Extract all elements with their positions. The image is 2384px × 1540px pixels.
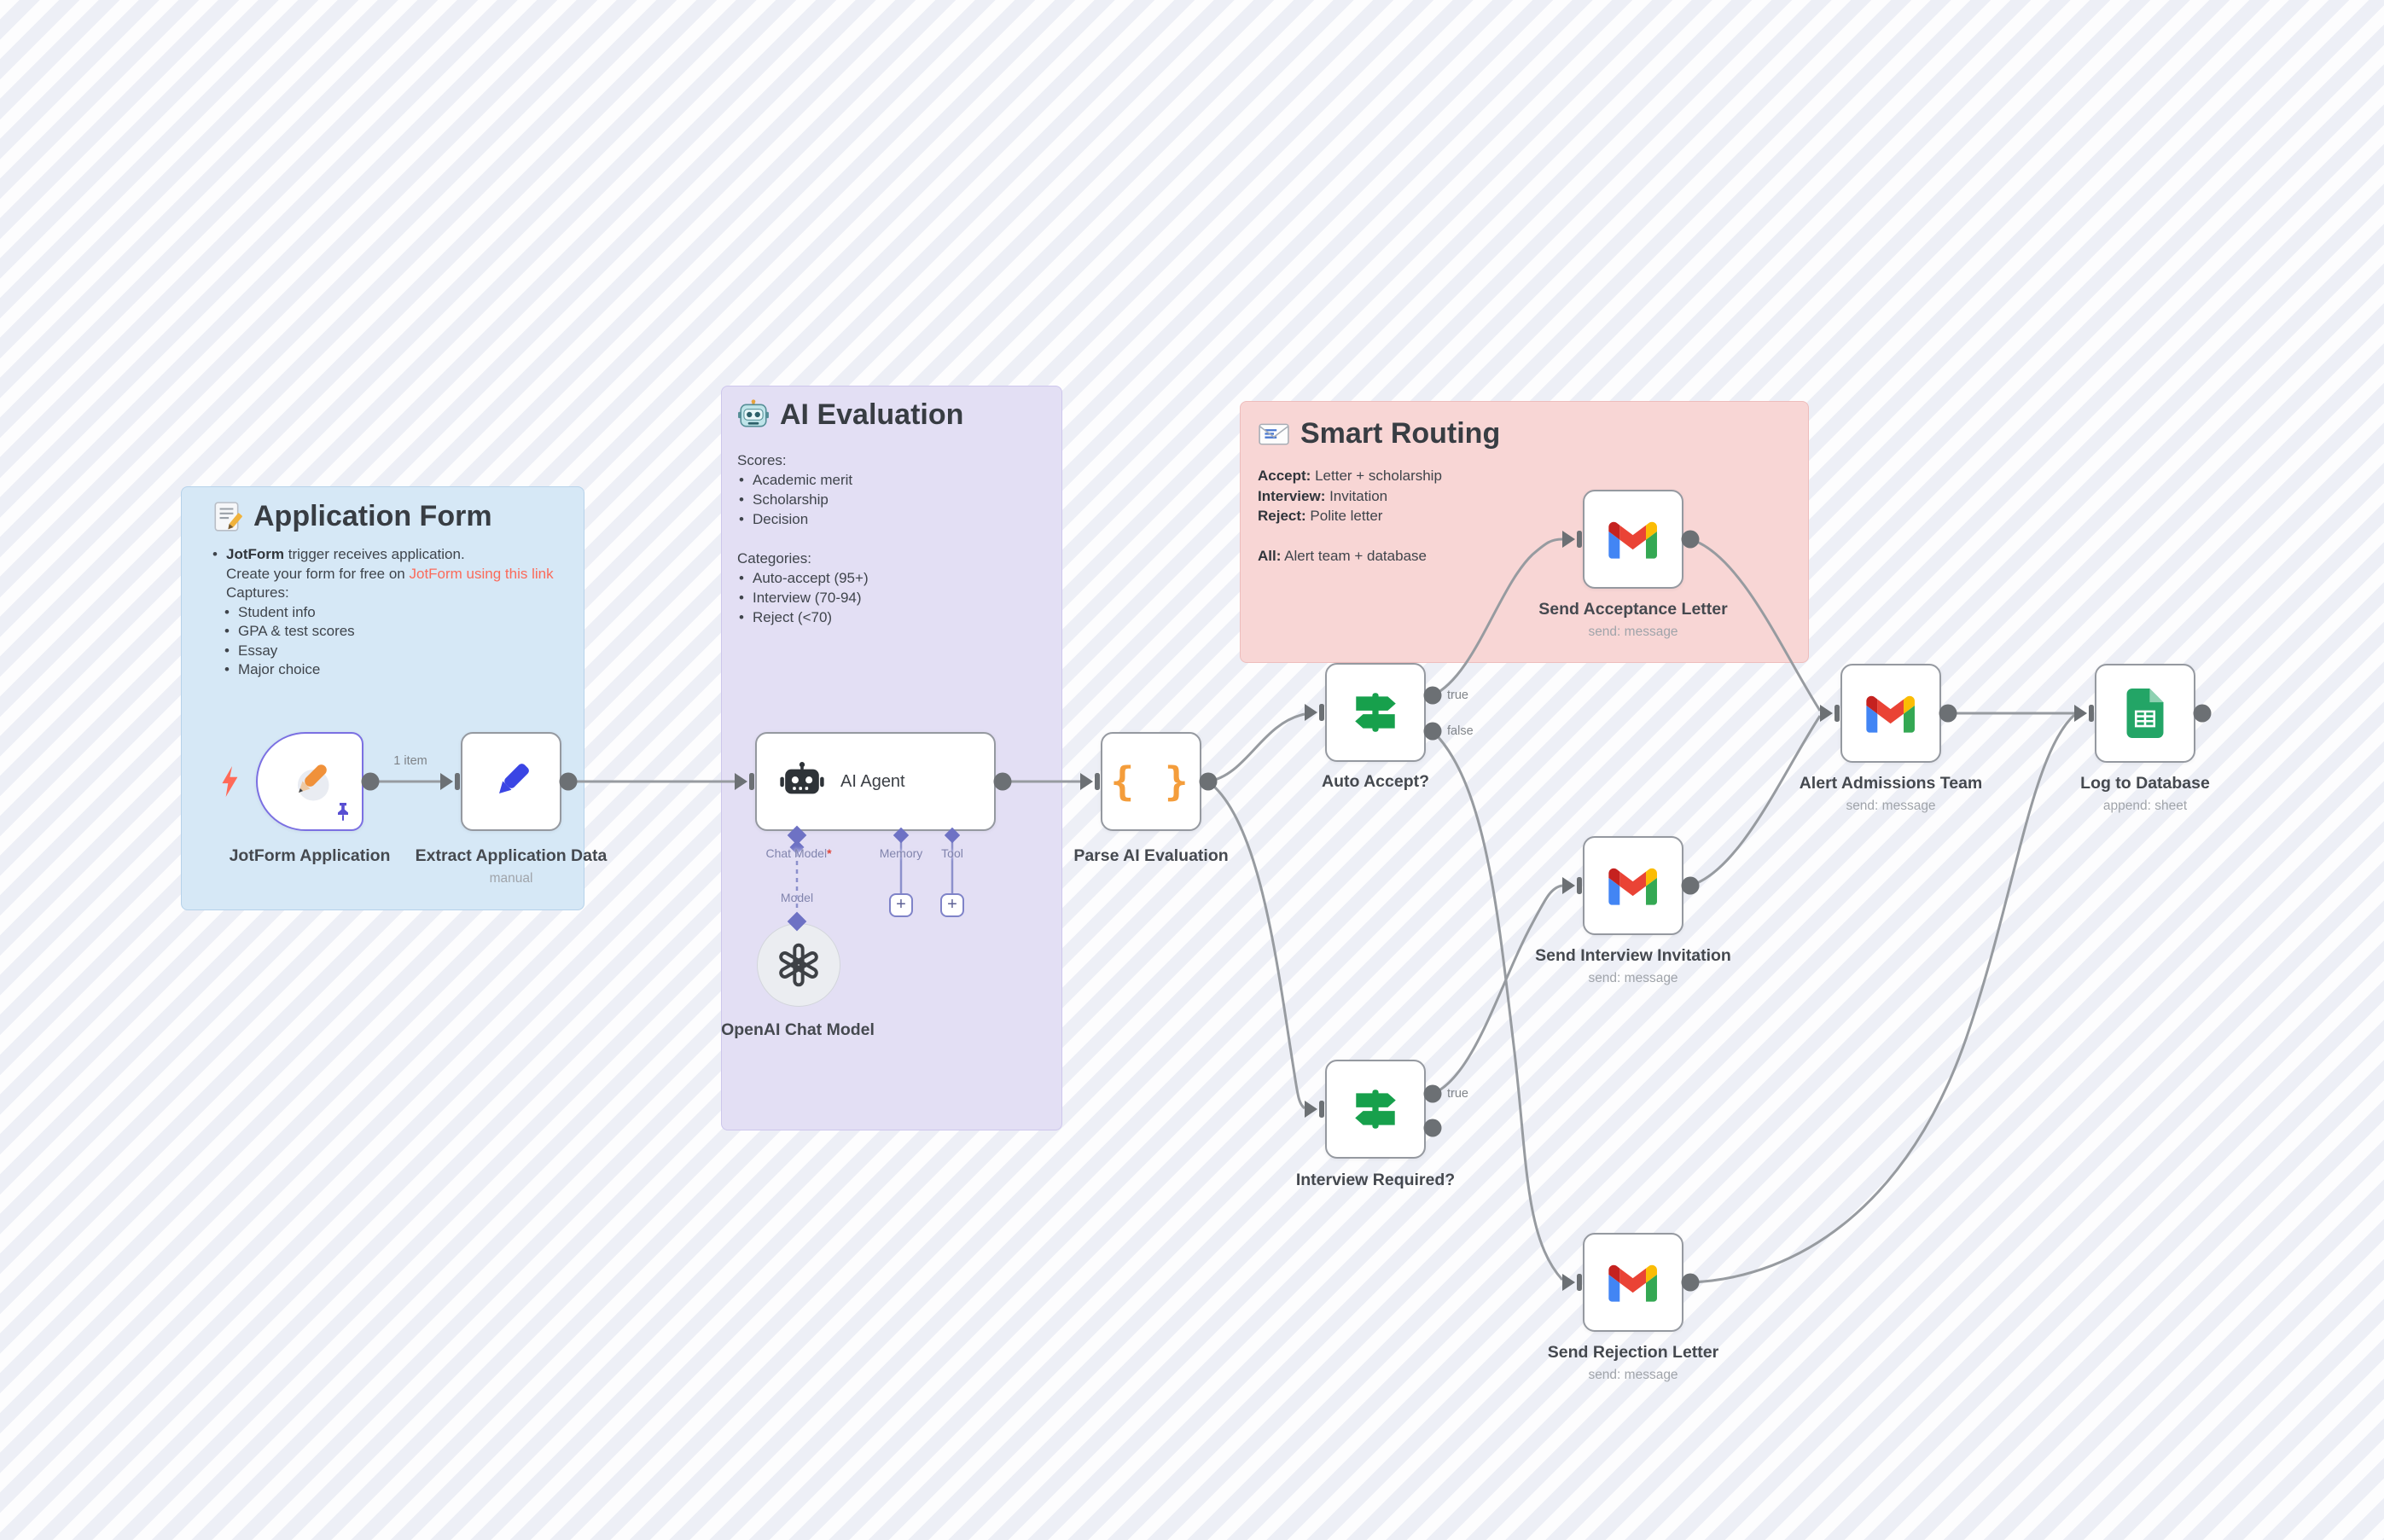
output-label-true: true: [1447, 689, 1468, 702]
node-subtitle: send: message: [1588, 1368, 1678, 1382]
node-label: Send Interview Invitation: [1535, 946, 1731, 965]
output-label-false: false: [1447, 724, 1474, 738]
note-line: Categories:: [737, 550, 811, 567]
note-line: All: Alert team + database: [1258, 547, 1427, 564]
note-body: Scores: Academic merit Scholarship Decis…: [737, 450, 1046, 627]
memory-add-button[interactable]: +: [889, 893, 913, 917]
note-title-row: AI Evaluation: [737, 398, 1046, 432]
node-subtitle: send: message: [1588, 971, 1678, 985]
note-title: Application Form: [253, 500, 492, 532]
node-inner-title: AI Agent: [840, 771, 905, 791]
note-bullet: Decision: [737, 509, 1046, 529]
node-alert-admissions-team[interactable]: [1840, 664, 1941, 763]
node-subtitle: send: message: [1846, 799, 1936, 813]
note-bullet: GPA & test scores: [211, 622, 563, 642]
note-bullet: Major choice: [211, 660, 563, 680]
sticky-note-application-form[interactable]: Application Form JotForm trigger receive…: [181, 486, 584, 910]
node-subtitle: append: sheet: [2102, 799, 2188, 813]
node-label: OpenAI Chat Model: [721, 1020, 875, 1039]
edge-interview-true-invitation: [1432, 884, 1563, 1095]
model-link-label: Model: [780, 891, 814, 904]
node-label: Auto Accept?: [1321, 772, 1430, 791]
node-interview-required[interactable]: [1325, 1060, 1426, 1159]
edge-autoaccept-true-acceptance: [1432, 538, 1563, 697]
node-auto-accept[interactable]: [1325, 663, 1426, 762]
node-log-to-database[interactable]: [2095, 664, 2195, 763]
port-label-tool: Tool: [941, 846, 963, 860]
output-label-true: true: [1447, 1087, 1468, 1101]
node-send-rejection-letter[interactable]: [1583, 1233, 1683, 1332]
note-bullet: Essay: [211, 642, 563, 661]
note-title-row: Application Form: [211, 500, 563, 533]
node-label: Interview Required?: [1295, 1171, 1456, 1189]
node-label: Send Rejection Letter: [1547, 1343, 1719, 1362]
edge-items-label: 1 item: [393, 754, 427, 768]
output-ports[interactable]: [361, 530, 2212, 1292]
node-label: Send Acceptance Letter: [1538, 600, 1728, 619]
note-line: Captures:: [226, 584, 289, 601]
sticky-note-smart-routing[interactable]: Smart Routing Accept: Letter + scholarsh…: [1240, 401, 1809, 663]
note-bullet: Interview (70-94): [737, 588, 1046, 607]
port-label-chat-model: Chat Model*: [765, 846, 832, 860]
note-bullet: Auto-accept (95+): [737, 568, 1046, 588]
edge-parse-interview: [1207, 780, 1305, 1110]
edge-acceptance-alert: [1689, 538, 1822, 712]
ai-subconnectors: [787, 825, 961, 932]
note-bullet: Academic merit: [737, 470, 1046, 490]
node-extract-application-data[interactable]: [461, 732, 561, 831]
note-body: Accept: Letter + scholarship Interview: …: [1258, 466, 1789, 566]
note-bullet: Student info: [211, 603, 563, 623]
edge-rejection-log: [1689, 713, 2076, 1284]
json-braces-icon: { }: [1110, 758, 1192, 805]
jotform-link[interactable]: JotForm using this link: [409, 565, 554, 582]
edge-autoaccept-false-rejection: [1431, 729, 1564, 1281]
node-ai-agent[interactable]: AI Agent: [755, 732, 996, 831]
note-body: JotForm trigger receives application. Cr…: [211, 545, 563, 680]
note-line: Reject: Polite letter: [1258, 508, 1383, 524]
edge-invitation-alert: [1689, 715, 1822, 887]
node-label: Parse AI Evaluation: [1073, 846, 1229, 865]
note-bullet: Scholarship: [737, 490, 1046, 509]
note-title: Smart Routing: [1300, 417, 1501, 450]
node-label: JotForm Application: [229, 846, 391, 865]
note-bullet: Reject (<70): [737, 607, 1046, 627]
node-label: Alert Admissions Team: [1799, 774, 1983, 793]
input-ports: [440, 531, 2094, 1291]
node-subtitle: manual: [489, 871, 533, 886]
note-line: Accept: Letter + scholarship: [1258, 468, 1442, 484]
node-jotform-application[interactable]: [256, 732, 363, 831]
note-title: AI Evaluation: [780, 398, 964, 431]
node-parse-ai-evaluation[interactable]: { }: [1101, 732, 1201, 831]
node-send-interview-invitation[interactable]: [1583, 836, 1683, 935]
note-title-row: Smart Routing: [1258, 417, 1789, 450]
port-label-memory: Memory: [879, 846, 923, 860]
tool-add-button[interactable]: +: [940, 893, 964, 917]
note-line: Scores:: [737, 452, 787, 468]
node-label: Extract Application Data: [415, 846, 608, 865]
note-line: Create your form for free on JotForm usi…: [226, 565, 554, 582]
node-label: Log to Database: [2080, 774, 2210, 793]
edge-parse-autoaccept: [1207, 712, 1305, 783]
node-openai-chat-model[interactable]: [757, 923, 840, 1007]
node-subtitle: send: message: [1588, 625, 1678, 639]
note-line: Interview: Invitation: [1258, 487, 1388, 504]
note-line: JotForm trigger receives application.: [211, 545, 563, 565]
